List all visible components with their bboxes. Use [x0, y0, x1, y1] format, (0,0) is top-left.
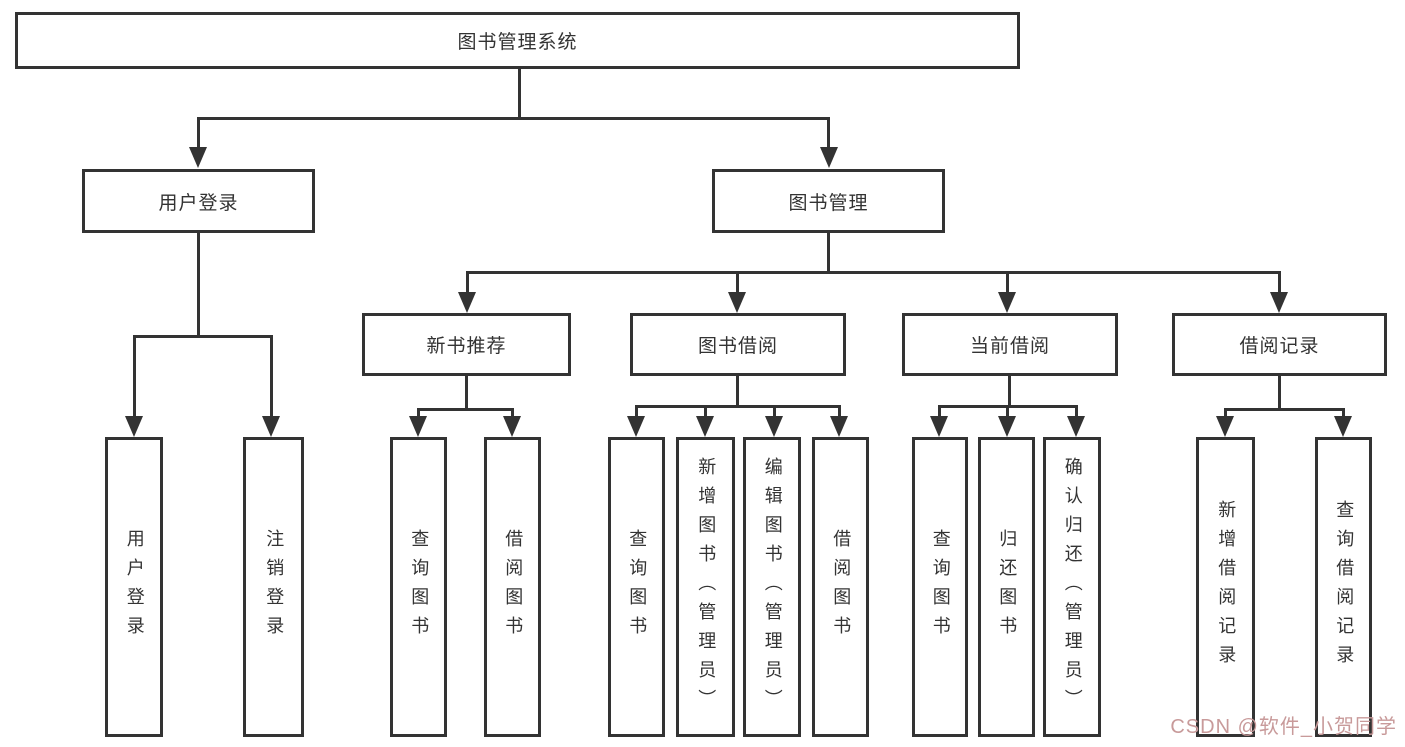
connector-to-new-book: [466, 271, 469, 295]
node-label: 借阅记录: [1239, 336, 1320, 357]
arrow-down-icon: [998, 292, 1016, 313]
arrow-down-icon: [1067, 416, 1085, 437]
connector-to-book-borrow: [736, 271, 739, 295]
connector-root-stem: [518, 69, 521, 118]
connector-to-leaf: [1342, 408, 1345, 418]
arrow-down-icon: [765, 416, 783, 437]
node-label: 用户登录: [158, 192, 239, 214]
node-new-book: 新书推荐: [362, 313, 571, 376]
connector-to-leaf: [417, 408, 420, 418]
arrow-down-icon: [728, 292, 746, 313]
leaf-label: 查询借阅记录: [1334, 500, 1355, 674]
leaf-newbook-borrow: 借阅图书: [484, 437, 541, 737]
leaf-borrow-borrow: 借阅图书: [812, 437, 869, 737]
connector-to-user-login: [197, 117, 200, 150]
arrow-down-icon: [262, 416, 280, 437]
csdn-watermark: CSDN @软件_小贺同学: [1170, 716, 1397, 738]
leaf-label: 编辑图书（管理员）: [762, 456, 783, 718]
connector-to-leaf: [1224, 408, 1227, 418]
leaf-current-confirm-admin: 确认归还（管理员）: [1043, 437, 1101, 737]
leaf-logout: 注销登录: [243, 437, 304, 737]
arrow-down-icon: [1216, 416, 1234, 437]
connector-new-book-split: [417, 408, 514, 411]
node-label: 新书推荐: [426, 336, 507, 357]
connector-book-borrow-split: [635, 405, 841, 408]
connector-to-leaf: [1075, 405, 1078, 418]
connector-to-leaf: [511, 408, 514, 418]
connector-to-leaf: [635, 405, 638, 418]
leaf-label: 确认归还（管理员）: [1062, 456, 1083, 718]
arrow-down-icon: [503, 416, 521, 437]
node-borrow-records: 借阅记录: [1172, 313, 1387, 376]
leaf-records-add: 新增借阅记录: [1196, 437, 1255, 737]
leaf-label: 查询图书: [409, 529, 430, 645]
node-label: 当前借阅: [969, 336, 1050, 357]
connector-book-borrow-stem: [736, 376, 739, 405]
connector-to-leaf-logout: [270, 335, 273, 417]
leaf-label: 查询图书: [627, 529, 648, 645]
connector-user-login-split: [133, 335, 273, 338]
connector-book-mgmt-split: [467, 271, 1281, 274]
leaf-label: 借阅图书: [831, 529, 852, 645]
leaf-label: 归还图书: [997, 529, 1018, 645]
node-label: 图书管理系统: [457, 32, 578, 53]
connector-to-leaf: [1006, 405, 1009, 418]
leaf-records-query: 查询借阅记录: [1315, 437, 1372, 737]
leaf-label: 用户登录: [124, 529, 145, 645]
connector-to-leaf: [704, 405, 707, 418]
arrow-down-icon: [696, 416, 714, 437]
node-current-borrow: 当前借阅: [902, 313, 1118, 376]
leaf-label: 新增图书（管理员）: [696, 456, 717, 718]
node-library-management-system: 图书管理系统: [15, 12, 1020, 69]
node-book-borrow: 图书借阅: [630, 313, 846, 376]
arrow-down-icon: [1334, 416, 1352, 437]
arrow-down-icon: [125, 416, 143, 437]
leaf-user-login: 用户登录: [105, 437, 163, 737]
leaf-borrow-add-admin: 新增图书（管理员）: [676, 437, 735, 737]
leaf-borrow-edit-admin: 编辑图书（管理员）: [743, 437, 801, 737]
arrow-down-icon: [930, 416, 948, 437]
connector-to-leaf: [938, 405, 941, 418]
leaf-label: 查询图书: [930, 529, 951, 645]
connector-to-leaf-user-login: [133, 335, 136, 417]
leaf-current-return: 归还图书: [978, 437, 1035, 737]
connector-root-split: [197, 117, 830, 120]
connector-to-borrow-records: [1278, 271, 1281, 295]
arrow-down-icon: [820, 147, 838, 168]
connector-user-login-stem: [197, 233, 200, 335]
node-user-login-branch: 用户登录: [82, 169, 315, 233]
node-label: 图书借阅: [697, 336, 778, 357]
arrow-down-icon: [409, 416, 427, 437]
leaf-current-query: 查询图书: [912, 437, 968, 737]
node-book-mgmt-branch: 图书管理: [712, 169, 945, 233]
leaf-label: 借阅图书: [503, 529, 524, 645]
arrow-down-icon: [627, 416, 645, 437]
connector-borrow-records-split: [1224, 408, 1345, 411]
connector-borrow-records-stem: [1278, 376, 1281, 408]
leaf-label: 新增借阅记录: [1216, 500, 1237, 674]
arrow-down-icon: [189, 147, 207, 168]
leaf-newbook-query: 查询图书: [390, 437, 447, 737]
connector-book-mgmt-stem: [827, 233, 830, 271]
node-label: 图书管理: [788, 192, 869, 214]
leaf-borrow-query: 查询图书: [608, 437, 665, 737]
leaf-label: 注销登录: [264, 529, 285, 645]
connector-to-current-borrow: [1006, 271, 1009, 295]
arrow-down-icon: [1270, 292, 1288, 313]
connector-new-book-stem: [465, 376, 468, 408]
connector-to-leaf: [773, 405, 776, 418]
connector-to-book-mgmt: [827, 117, 830, 150]
arrow-down-icon: [998, 416, 1016, 437]
connector-current-borrow-stem: [1008, 376, 1011, 405]
arrow-down-icon: [458, 292, 476, 313]
connector-to-leaf: [838, 405, 841, 418]
arrow-down-icon: [830, 416, 848, 437]
